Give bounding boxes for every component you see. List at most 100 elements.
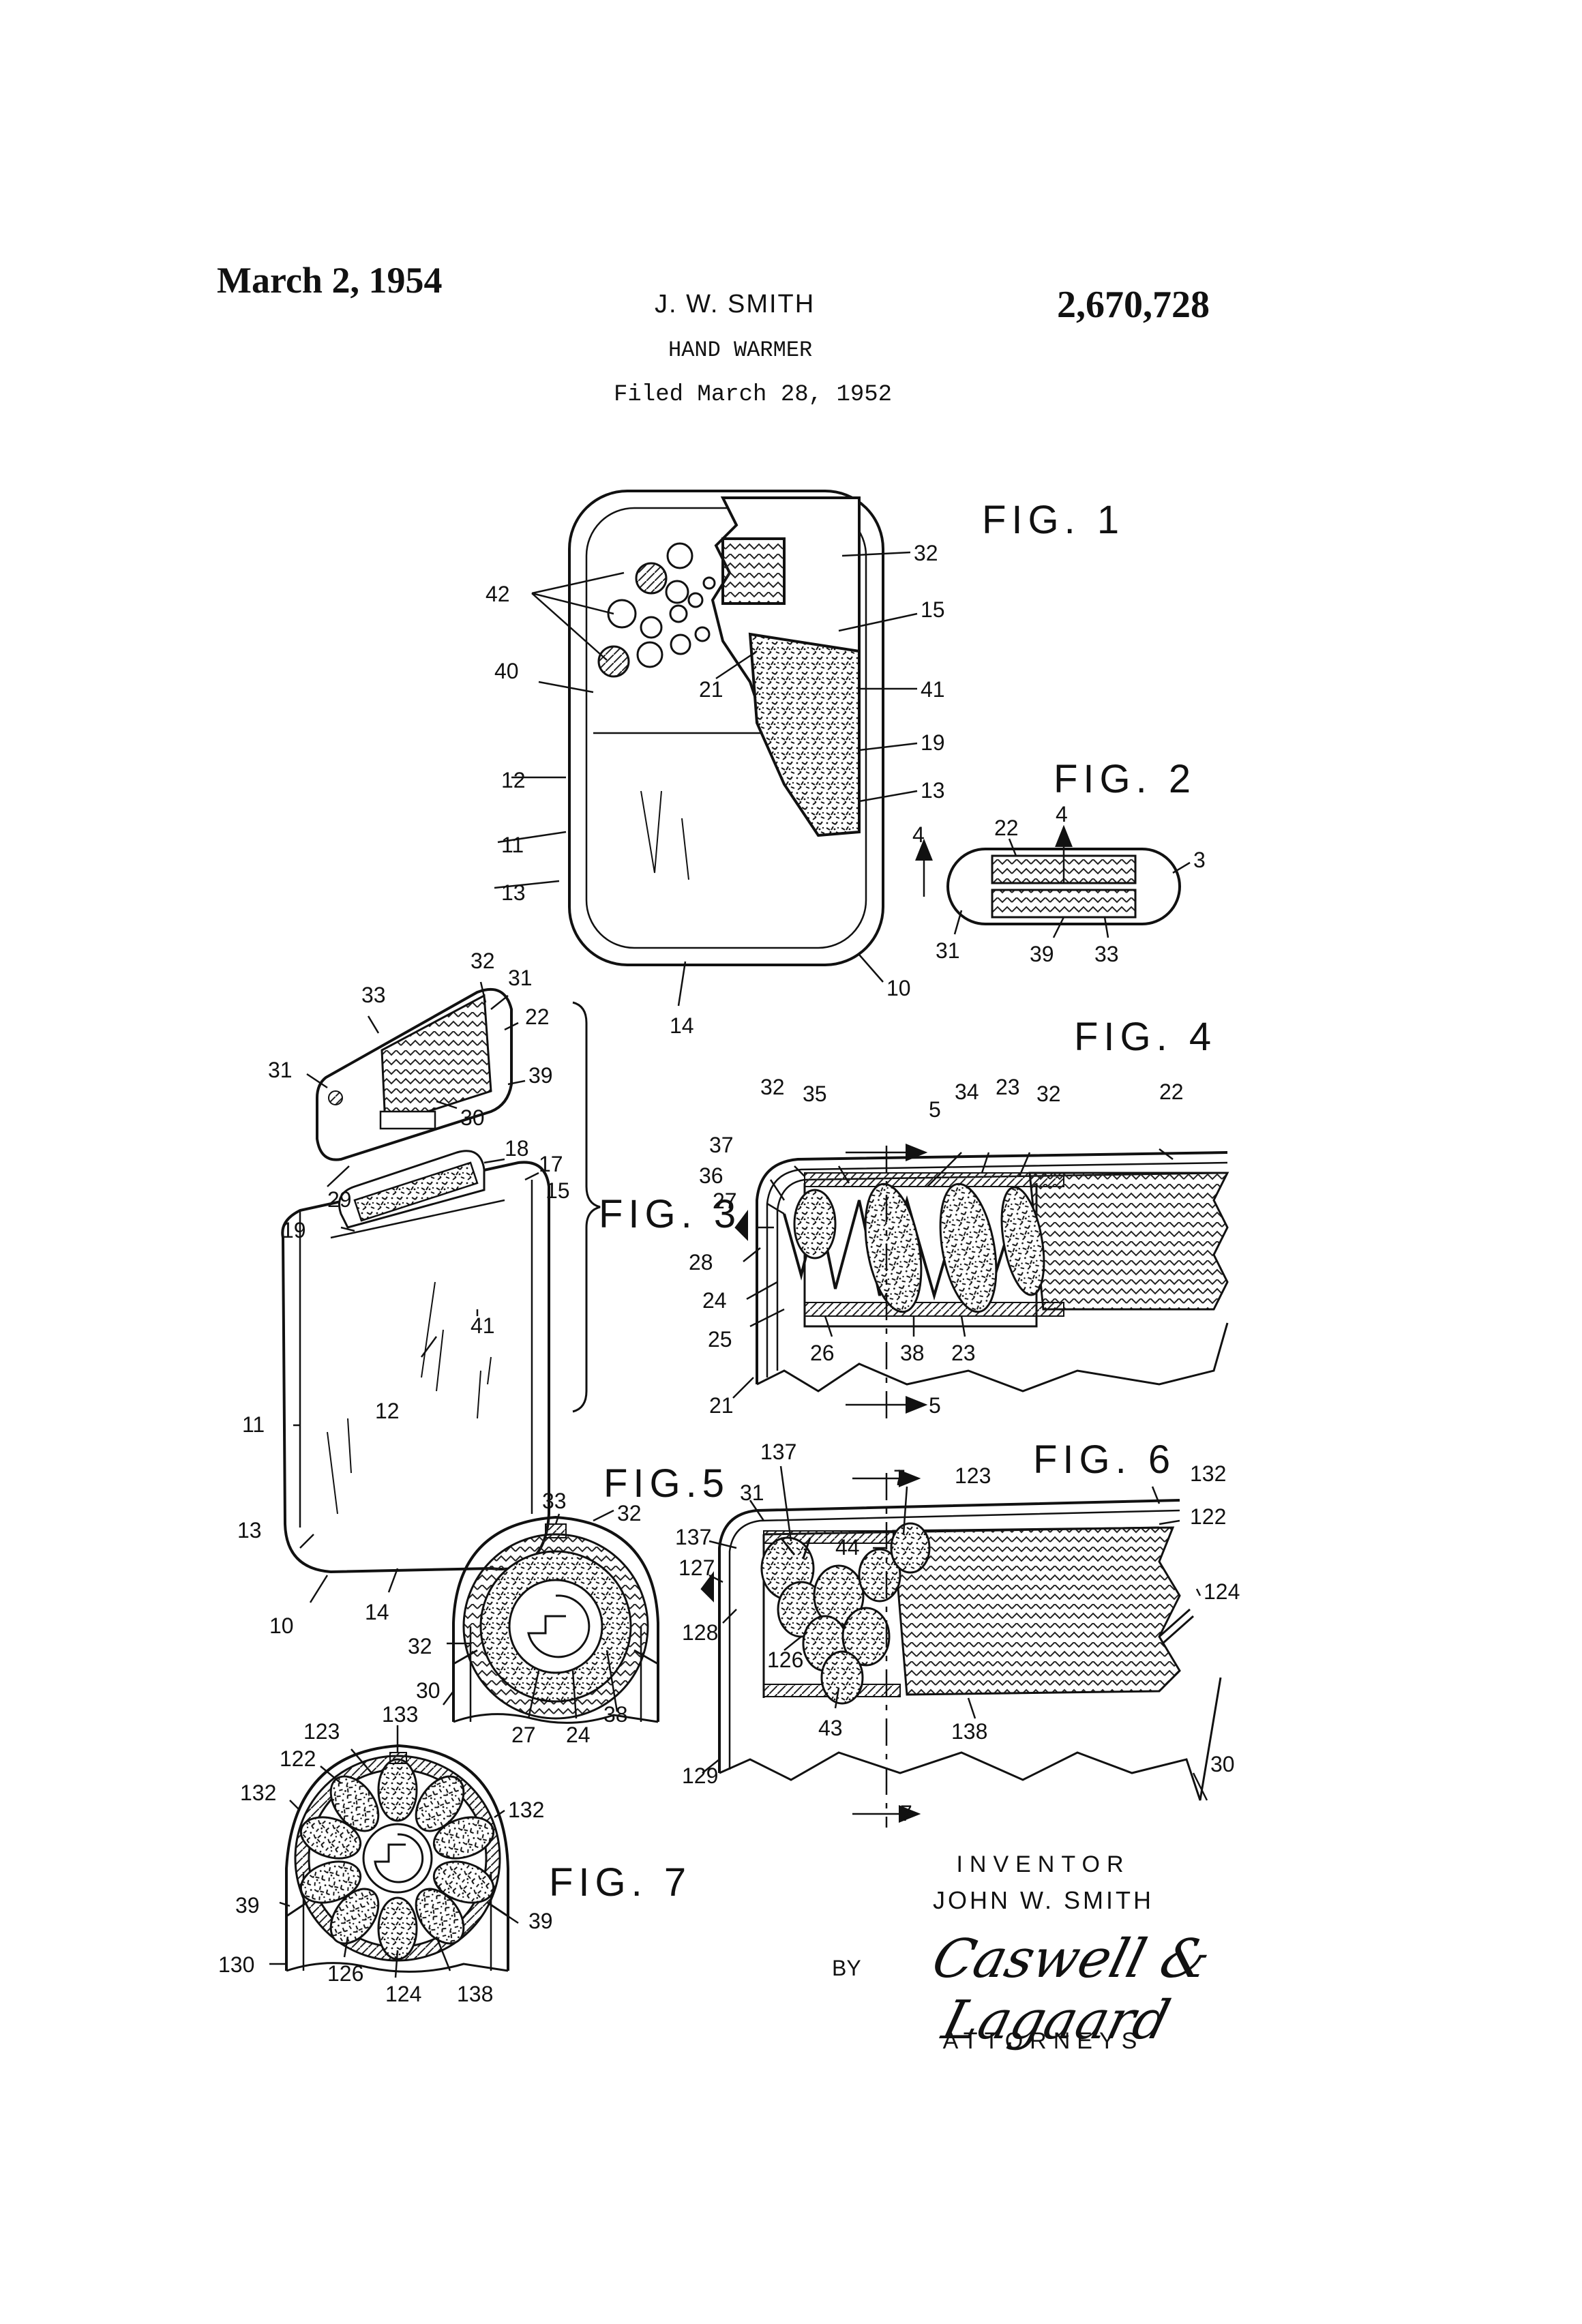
figure-4: FIG. 4 5 32 35 34 23 32 22 37 36 27 28 2… bbox=[689, 1015, 1229, 1418]
ref-numeral: 33 bbox=[361, 983, 386, 1007]
ref-numeral: 13 bbox=[237, 1518, 262, 1543]
ref-numeral: 40 bbox=[494, 659, 519, 683]
ref-numeral: 130 bbox=[218, 1952, 254, 1977]
inventor-label: INVENTOR bbox=[956, 1851, 1131, 1877]
ref-numeral: 43 bbox=[818, 1716, 843, 1740]
ref-numeral: 32 bbox=[471, 949, 495, 973]
ref-numeral: 129 bbox=[682, 1763, 718, 1788]
inventor-name: JOHN W. SMITH bbox=[933, 1886, 1154, 1914]
fig-6-label: FIG. 6 bbox=[1033, 1437, 1176, 1482]
ref-numeral: 31 bbox=[936, 938, 960, 963]
figure-3: FIG. 3 33 32 31 22 39 31 30 29 18 17 15 … bbox=[237, 949, 741, 1638]
ref-numeral: 126 bbox=[327, 1961, 363, 1986]
ref-numeral: 22 bbox=[1159, 1079, 1184, 1104]
ref-numeral: 21 bbox=[709, 1393, 734, 1418]
ref-numeral: 132 bbox=[1190, 1461, 1226, 1486]
patent-title: HAND WARMER bbox=[668, 338, 813, 363]
figure-7: FIG. 7 133 123 122 132 132 39 39 130 126… bbox=[218, 1702, 691, 2006]
fig-3-label: FIG. 3 bbox=[599, 1192, 741, 1236]
ref-numeral: 132 bbox=[240, 1781, 276, 1805]
ref-numeral: 17 bbox=[539, 1152, 563, 1176]
ref-numeral: 24 bbox=[566, 1723, 591, 1747]
ref-numeral: 137 bbox=[760, 1440, 796, 1464]
ref-numeral: 42 bbox=[486, 582, 510, 606]
ref-numeral: 33 bbox=[1094, 942, 1119, 966]
ref-numeral: 36 bbox=[699, 1163, 723, 1188]
by-label: BY bbox=[832, 1956, 861, 1980]
ref-numeral: 12 bbox=[501, 768, 526, 792]
ref-numeral: 132 bbox=[508, 1798, 544, 1822]
ref-numeral: 11 bbox=[501, 833, 524, 857]
ref-numeral: 13 bbox=[921, 778, 945, 803]
ref-numeral: 124 bbox=[1204, 1579, 1240, 1604]
ref-numeral: 133 bbox=[382, 1702, 418, 1727]
ref-numeral: 5 bbox=[929, 1097, 941, 1122]
ref-numeral: 35 bbox=[803, 1082, 827, 1106]
ref-numeral: 32 bbox=[760, 1075, 785, 1099]
ref-numeral: 127 bbox=[678, 1555, 715, 1580]
ref-numeral: 11 bbox=[242, 1412, 265, 1437]
patent-number: 2,670,728 bbox=[1057, 284, 1210, 326]
patent-date: March 2, 1954 bbox=[217, 260, 443, 301]
ref-numeral: 15 bbox=[546, 1178, 570, 1203]
ref-numeral: 27 bbox=[713, 1189, 737, 1213]
attorney-signature-row: BY Caswell & Lagaard bbox=[832, 1922, 1255, 2051]
ref-numeral: 33 bbox=[542, 1489, 567, 1513]
ref-numeral: 32 bbox=[914, 541, 938, 565]
signature-block: INVENTOR JOHN W. SMITH BY Caswell & Laga… bbox=[832, 1851, 1255, 2055]
ref-numeral: 19 bbox=[282, 1218, 306, 1242]
ref-numeral: 30 bbox=[416, 1678, 441, 1703]
ref-numeral: 23 bbox=[951, 1341, 976, 1365]
ref-numeral: 34 bbox=[955, 1079, 979, 1104]
ref-numeral: 23 bbox=[996, 1075, 1020, 1099]
ref-numeral: 15 bbox=[921, 597, 945, 622]
fig-4-label: FIG. 4 bbox=[1074, 1015, 1217, 1059]
fig-7-label: FIG. 7 bbox=[549, 1860, 691, 1905]
inventor-short-name: J. W. SMITH bbox=[655, 290, 816, 318]
ref-numeral: 31 bbox=[508, 966, 533, 990]
ref-numeral: 25 bbox=[708, 1327, 732, 1352]
ref-numeral: 32 bbox=[1036, 1082, 1061, 1106]
ref-numeral: 41 bbox=[471, 1313, 495, 1338]
ref-numeral: 39 bbox=[235, 1893, 260, 1918]
ref-numeral: 4 bbox=[912, 822, 925, 847]
ref-numeral: 3 bbox=[1193, 848, 1206, 872]
ref-numeral: 31 bbox=[268, 1058, 293, 1082]
ref-numeral: 123 bbox=[955, 1463, 991, 1488]
ref-numeral: 39 bbox=[1030, 942, 1054, 966]
ref-numeral: 13 bbox=[501, 880, 526, 905]
ref-numeral: 123 bbox=[303, 1719, 340, 1744]
ref-numeral: 128 bbox=[682, 1620, 718, 1645]
filed-date: Filed March 28, 1952 bbox=[614, 382, 893, 408]
figure-6: FIG. 6 137 7 31 123 132 122 137 44 127 1… bbox=[675, 1437, 1240, 1828]
ref-numeral: 5 bbox=[929, 1393, 941, 1418]
ref-numeral: 37 bbox=[709, 1133, 734, 1157]
ref-numeral: 22 bbox=[525, 1004, 550, 1029]
ref-numeral: 14 bbox=[365, 1600, 389, 1624]
fig-1-label: FIG. 1 bbox=[982, 498, 1124, 542]
ref-numeral: 44 bbox=[835, 1535, 860, 1560]
ref-numeral: 21 bbox=[699, 677, 723, 702]
ref-numeral: 10 bbox=[886, 976, 911, 1000]
ref-numeral: 39 bbox=[528, 1063, 553, 1088]
ref-numeral: 27 bbox=[511, 1723, 536, 1747]
fig-2-label: FIG. 2 bbox=[1054, 757, 1196, 801]
ref-numeral: 138 bbox=[457, 1982, 493, 2006]
fig-5-label: FIG.5 bbox=[603, 1461, 730, 1506]
ref-numeral: 122 bbox=[280, 1746, 316, 1771]
ref-numeral: 22 bbox=[994, 816, 1019, 840]
ref-numeral: 31 bbox=[740, 1480, 764, 1505]
ref-numeral: 24 bbox=[702, 1288, 727, 1313]
ref-numeral: 38 bbox=[603, 1702, 628, 1727]
ref-numeral: 30 bbox=[1210, 1752, 1235, 1776]
ref-numeral: 14 bbox=[670, 1013, 694, 1038]
ref-numeral: 7 bbox=[900, 1801, 912, 1826]
attorneys-label: ATTORNEYS bbox=[942, 2028, 1144, 2054]
attorney-signature: Caswell & Lagaard bbox=[926, 1928, 1217, 2051]
ref-numeral: 32 bbox=[617, 1501, 642, 1525]
ref-numeral: 38 bbox=[900, 1341, 925, 1365]
ref-numeral: 26 bbox=[810, 1341, 835, 1365]
ref-numeral: 28 bbox=[689, 1250, 713, 1275]
figure-5: FIG.5 33 32 32 30 27 24 38 bbox=[408, 1461, 730, 1747]
ref-numeral: 41 bbox=[921, 677, 945, 702]
